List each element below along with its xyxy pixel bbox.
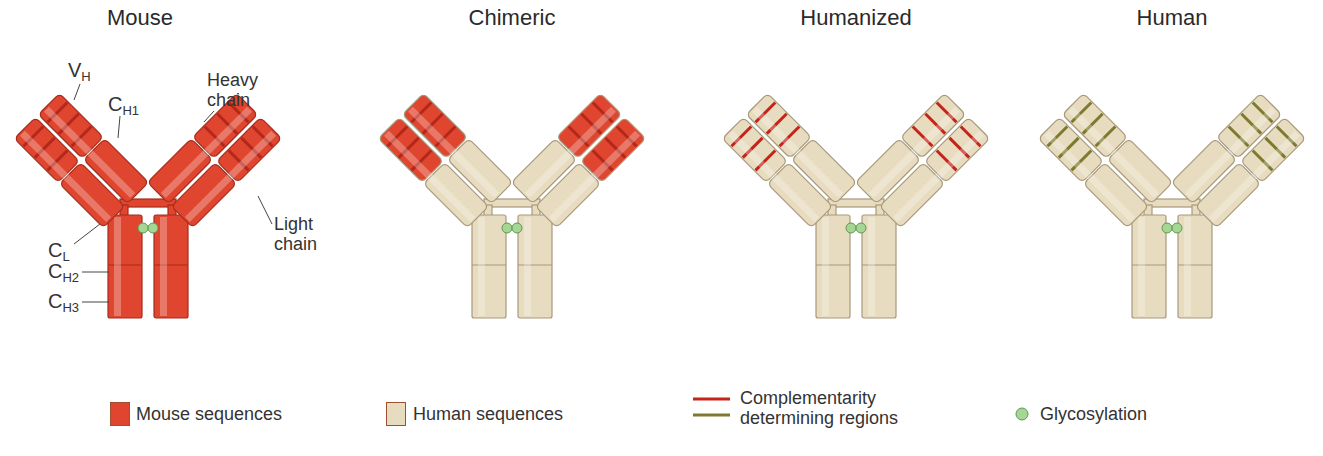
- legend-text: Complementarity determining regions: [740, 388, 918, 428]
- legend-swatch: [386, 402, 406, 426]
- part-label: CH1: [108, 94, 139, 121]
- column-heading: Chimeric: [412, 8, 612, 28]
- legend-swatch: [110, 402, 130, 426]
- leader-line: [82, 302, 109, 303]
- chimeric-antibody: [378, 93, 645, 318]
- leader-lines: [74, 84, 272, 302]
- leader-line: [258, 196, 272, 224]
- column-heading: Mouse: [40, 8, 240, 28]
- human-antibody: [1038, 93, 1305, 318]
- legend-text: Human sequences: [413, 404, 563, 424]
- label-box: CH2: [48, 261, 79, 288]
- legend-text: Mouse sequences: [136, 404, 282, 424]
- label-box: CH1: [108, 94, 139, 121]
- label-box: CH3: [48, 291, 79, 318]
- mouse-antibody: [14, 93, 281, 318]
- leader-line: [74, 224, 100, 244]
- legend-text: Glycosylation: [1040, 404, 1147, 424]
- part-label: Heavy chain: [207, 70, 267, 110]
- leader-line: [204, 111, 214, 122]
- part-label: VH: [68, 60, 91, 87]
- column-heading: Human: [1072, 8, 1272, 28]
- part-label: CH2: [48, 261, 79, 288]
- label-box: VH: [68, 60, 91, 87]
- leader-line: [82, 272, 109, 273]
- humanized-antibody: [722, 93, 989, 318]
- part-label: CH3: [48, 291, 79, 318]
- leader-line: [74, 84, 80, 100]
- column-heading: Humanized: [756, 8, 956, 28]
- leader-line: [118, 116, 120, 138]
- part-label: Light chain: [274, 214, 334, 254]
- legend-cdr-sample-olive: [693, 414, 730, 417]
- legend-glycosylation-sample: [1016, 408, 1028, 420]
- legend-cdr-sample-red: [693, 398, 730, 401]
